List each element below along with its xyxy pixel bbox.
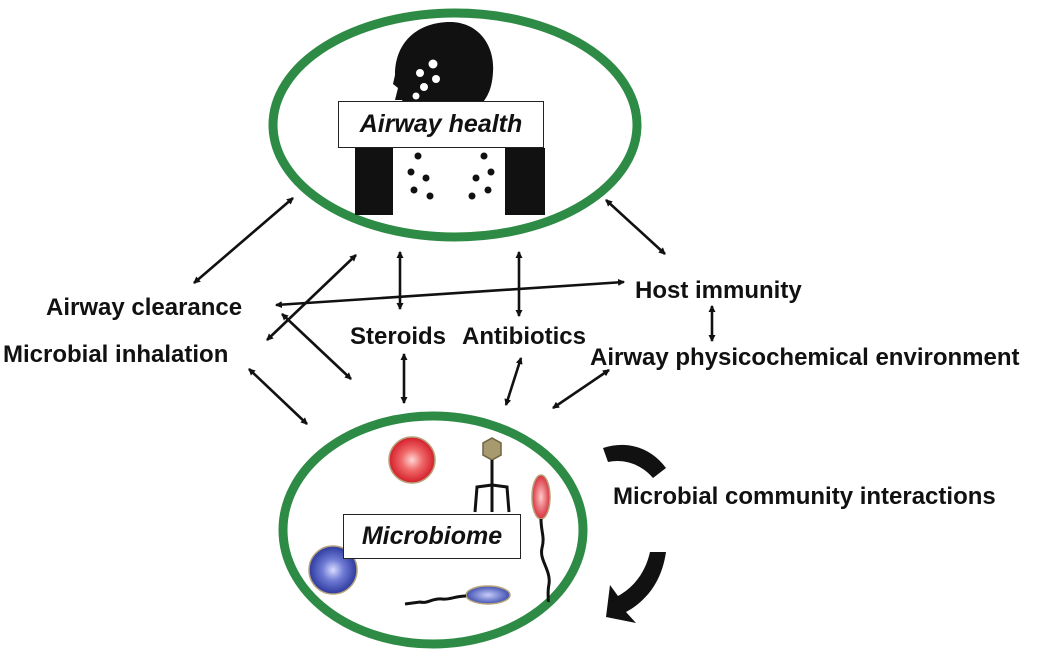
airway-clearance-label: Airway clearance bbox=[46, 294, 243, 321]
airway-health-label: Airway health bbox=[338, 101, 544, 148]
steroids-label: Steroids bbox=[350, 323, 447, 350]
microbial-community-interactions-label: Microbial community interactions bbox=[613, 483, 996, 510]
cycle-arrow-icon bbox=[603, 444, 666, 623]
flagellated-bacterium-icon bbox=[404, 585, 511, 606]
bacteriophage-icon bbox=[473, 437, 511, 513]
red-coccus-icon bbox=[388, 436, 436, 484]
connector-arrows bbox=[193, 197, 716, 425]
host-immunity-label: Host immunity bbox=[635, 277, 802, 304]
flagellated-bacterium-icon bbox=[531, 474, 551, 603]
airway-physicochemical-environment-label: Airway physicochemical environment bbox=[590, 344, 1020, 371]
microbiome-label: Microbiome bbox=[343, 514, 521, 559]
antibiotics-label: Antibiotics bbox=[462, 323, 586, 350]
lungs-icon bbox=[400, 140, 502, 211]
microbial-inhalation-label: Microbial inhalation bbox=[3, 341, 229, 368]
